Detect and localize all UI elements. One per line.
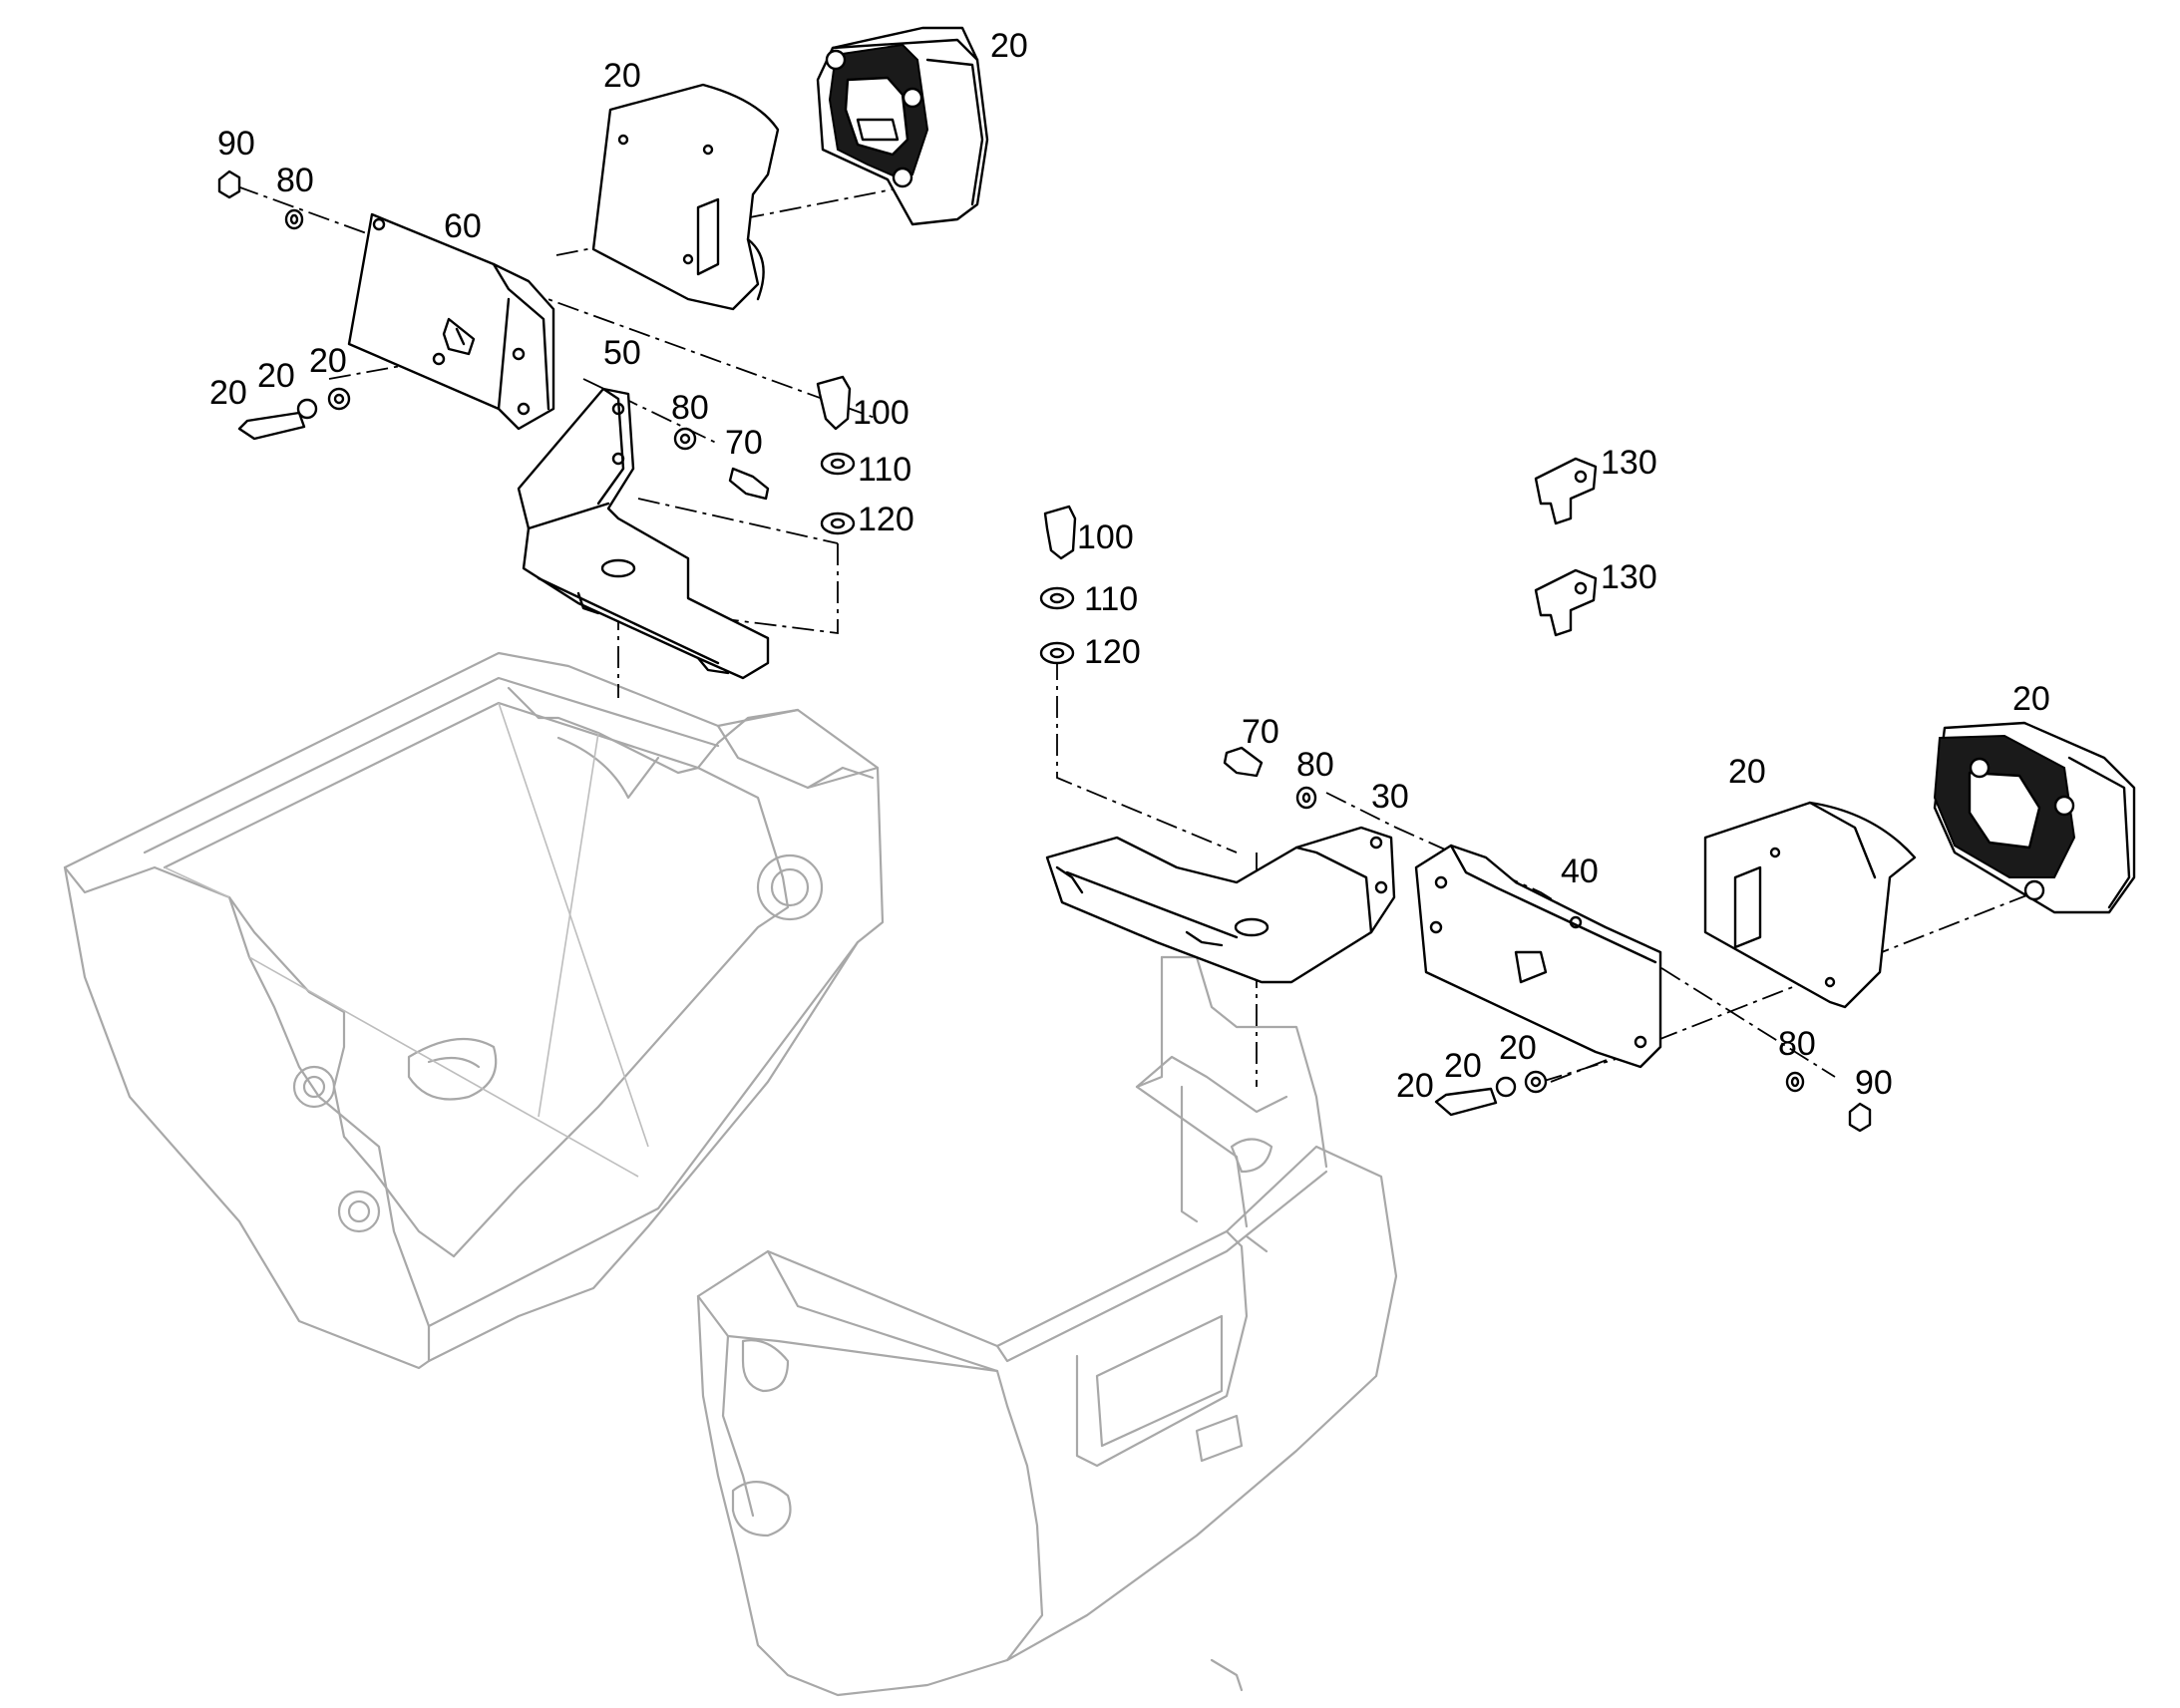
washer-20-b	[327, 387, 351, 411]
callout-c14: 120	[858, 501, 914, 538]
washer-80-lower-right	[1785, 1071, 1805, 1093]
callout-c3: 90	[217, 125, 255, 163]
callout-c8: 20	[309, 342, 347, 380]
washer-80-mid	[673, 427, 697, 451]
bolt-20-right	[1434, 1087, 1498, 1117]
washer-110-right	[1039, 586, 1075, 610]
callout-c18: 130	[1601, 444, 1657, 482]
callout-c11: 70	[725, 424, 763, 462]
callout-c22: 30	[1371, 778, 1409, 816]
support-bracket-50	[517, 387, 770, 680]
callout-c9: 50	[603, 334, 641, 372]
callout-c10: 80	[671, 389, 709, 427]
callout-c23: 40	[1561, 853, 1599, 890]
washer-120-upper	[820, 512, 856, 535]
mounting-plate-40	[1414, 844, 1662, 1069]
ghost-housing-right	[696, 955, 1398, 1697]
callout-c5: 60	[444, 207, 482, 245]
callout-c20: 70	[1242, 713, 1279, 751]
callout-c1: 20	[990, 27, 1028, 65]
tail-lamp-upper	[816, 26, 989, 226]
tail-lamp-right	[1933, 721, 2136, 914]
hardware-upper-left	[217, 170, 856, 535]
callout-c27: 20	[1444, 1047, 1482, 1085]
callout-c6: 20	[209, 374, 247, 412]
washer-20-a	[296, 398, 318, 420]
callout-c16: 110	[1084, 580, 1138, 618]
bolt-20	[237, 411, 306, 441]
clip-130-b	[1534, 568, 1598, 637]
ghost-housing-left	[63, 651, 885, 1370]
clip-130-a	[1534, 457, 1598, 525]
callout-c4: 80	[276, 162, 314, 199]
callout-c2: 20	[603, 57, 641, 95]
nut-90-upper	[217, 170, 241, 199]
callout-c7: 20	[257, 357, 295, 395]
callout-c28: 20	[1499, 1029, 1537, 1067]
callout-c15: 100	[1077, 518, 1134, 556]
callout-c30: 80	[1778, 1025, 1816, 1063]
callout-c25: 20	[2012, 680, 2050, 718]
lamp-cover-upper	[591, 83, 780, 311]
washer-20-right-a	[1495, 1076, 1517, 1098]
washer-80-right	[1295, 786, 1317, 810]
bolt-70-right	[1223, 746, 1264, 778]
callout-c26: 20	[1396, 1067, 1434, 1105]
lamp-cover-right	[1703, 801, 1917, 1009]
mounting-plate-60	[347, 212, 555, 431]
callout-c21: 80	[1296, 746, 1334, 784]
lamp-assembly-upper-left	[217, 26, 989, 680]
washer-120-right	[1039, 641, 1075, 665]
callout-c12: 100	[853, 394, 909, 432]
bolt-70-upper	[728, 467, 770, 501]
callout-labels: 20 20 90 80 60 20 20 20 50 80 70 100 110…	[209, 27, 2050, 1105]
washer-20-right-b	[1524, 1070, 1548, 1094]
callout-c13: 110	[858, 451, 911, 489]
callout-c31: 90	[1855, 1064, 1893, 1102]
callout-c17: 120	[1084, 633, 1141, 671]
washer-80-upper	[284, 208, 304, 230]
bolt-100-right	[1043, 505, 1077, 560]
bolt-100-upper	[816, 375, 852, 431]
support-bracket-30	[1045, 826, 1396, 984]
nut-90-right	[1848, 1102, 1872, 1133]
hardware-right	[1039, 457, 1872, 1133]
callout-c19: 130	[1601, 558, 1657, 596]
callout-c24: 20	[1728, 753, 1766, 791]
washer-110-upper	[820, 452, 856, 476]
lamp-assembly-right	[1039, 457, 2136, 1133]
